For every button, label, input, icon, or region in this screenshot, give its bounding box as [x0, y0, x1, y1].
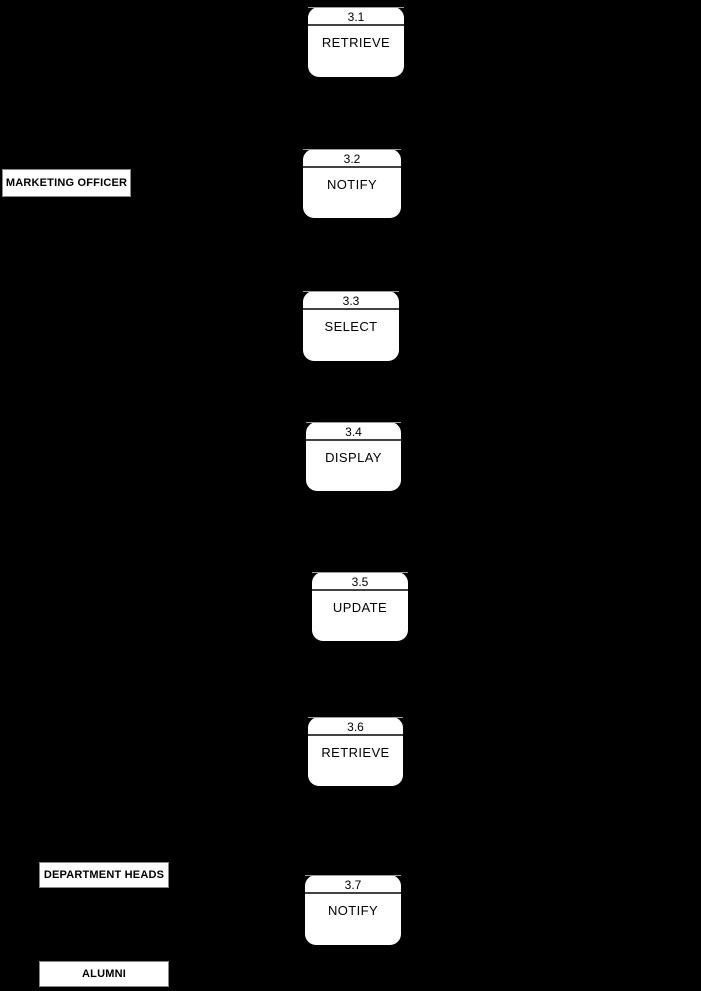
process-node-3-1[interactable]: 3.1 RETRIEVE	[307, 6, 405, 78]
process-label: NOTIFY	[327, 903, 379, 918]
entity-marketing-officer[interactable]: MARKETING OFFICER	[2, 169, 131, 197]
process-number: 3.4	[306, 422, 401, 441]
process-label: RETRIEVE	[321, 745, 390, 760]
entity-label: DEPARTMENT HEADS	[43, 869, 165, 881]
entity-alumni[interactable]: ALUMNI	[39, 961, 169, 987]
process-node-3-4[interactable]: 3.4 DISPLAY	[305, 421, 402, 492]
process-node-3-6[interactable]: 3.6 RETRIEVE	[307, 716, 404, 787]
process-node-3-2[interactable]: 3.2 NOTIFY	[302, 148, 402, 219]
process-label: SELECT	[324, 319, 378, 334]
entity-label: ALUMNI	[82, 968, 126, 980]
process-number: 3.7	[305, 875, 401, 894]
process-number: 3.3	[303, 291, 399, 310]
process-number: 3.5	[312, 572, 408, 591]
entity-label: MARKETING OFFICER	[5, 177, 128, 189]
process-node-3-7[interactable]: 3.7 NOTIFY	[304, 874, 402, 946]
process-node-3-5[interactable]: 3.5 UPDATE	[311, 571, 409, 642]
process-label: RETRIEVE	[321, 35, 391, 50]
process-number: 3.1	[308, 7, 404, 26]
entity-department-heads[interactable]: DEPARTMENT HEADS	[39, 862, 169, 888]
process-label: UPDATE	[332, 600, 388, 615]
process-number: 3.2	[303, 149, 401, 168]
process-node-3-3[interactable]: 3.3 SELECT	[302, 290, 400, 362]
process-label: DISPLAY	[325, 450, 382, 465]
process-number: 3.6	[308, 717, 403, 736]
process-label: NOTIFY	[326, 177, 378, 192]
